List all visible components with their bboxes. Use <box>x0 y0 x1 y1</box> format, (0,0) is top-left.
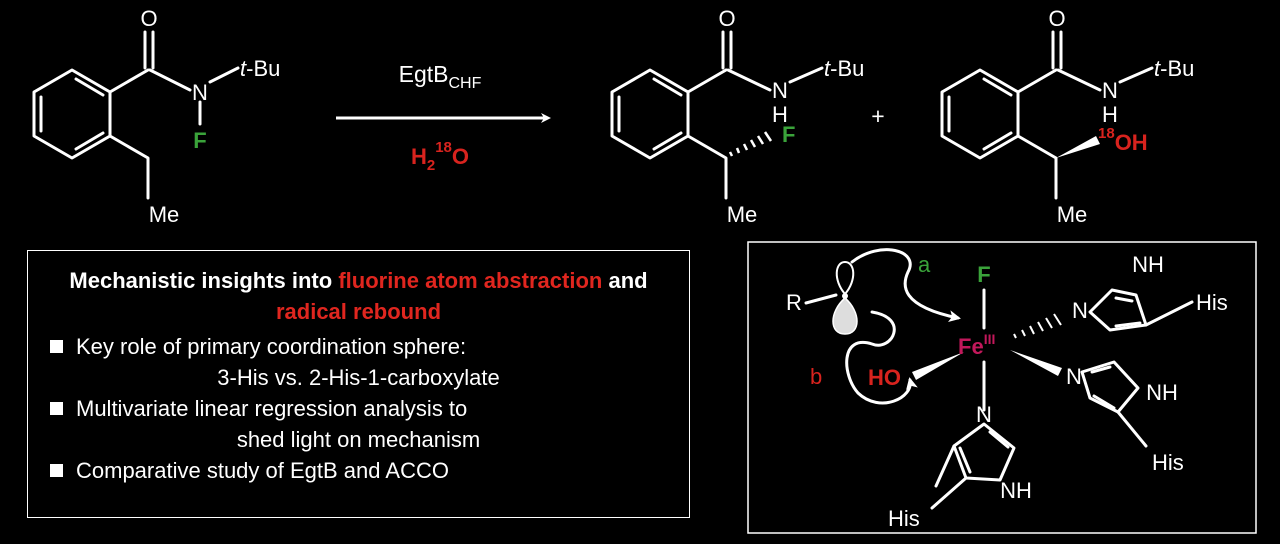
insight-item: Multivariate linear regression analysis … <box>46 393 671 455</box>
imidazole-upper-his: His <box>1196 290 1228 315</box>
hydroxo-ligand: HO <box>868 365 901 390</box>
imidazole-bottom-nh: NH <box>1000 478 1032 503</box>
insight-item: Key role of primary coordination sphere:… <box>46 331 671 393</box>
product-alcohol-molecule: O N H t-Bu 18OH Me <box>940 6 1194 227</box>
insight-line1: Comparative study of EgtB and ACCO <box>76 458 449 483</box>
bullet-square-icon <box>50 402 63 415</box>
insights-heading-part3: and <box>602 268 648 293</box>
imidazole-bottom-n: N <box>976 402 992 427</box>
mechanism-panel: R a b F FeIII HO N NH His <box>747 241 1257 534</box>
imidazole-upper-nh: NH <box>1132 252 1164 277</box>
insights-list: Key role of primary coordination sphere:… <box>46 331 671 486</box>
alcohol-h-atom: H <box>1102 102 1118 127</box>
path-a-label: a <box>918 252 931 277</box>
reactant-carbonyl-o: O <box>140 6 157 31</box>
iron-center: FeIII <box>958 331 995 359</box>
insight-line1: Key role of primary coordination sphere: <box>76 334 467 359</box>
fluoride-f-atom: F <box>782 122 795 147</box>
catalyst-label: EgtBCHF <box>399 61 482 92</box>
alcohol-carbonyl-o: O <box>1048 6 1065 31</box>
fluoride-me: Me <box>727 202 758 227</box>
product-fluoride-molecule: O N H t-Bu F Me <box>610 6 864 227</box>
imidazole-upper: N NH His <box>1072 252 1228 332</box>
reactant-me: Me <box>149 202 180 227</box>
insights-heading-highlight2: radical rebound <box>275 299 442 324</box>
fluoride-h-atom: H <box>772 102 788 127</box>
insight-line1: Multivariate linear regression analysis … <box>76 396 468 421</box>
imidazole-bottom: N NH His <box>888 402 1032 531</box>
path-b-arrow <box>845 310 918 405</box>
bullet-square-icon <box>50 464 63 477</box>
insight-line2: shed light on mechanism <box>236 427 481 452</box>
fluoride-carbonyl-o: O <box>718 6 735 31</box>
reactant-molecule: O N t-Bu F Me <box>32 6 280 227</box>
reagent-label: H218O <box>411 139 469 174</box>
fe-ligand-f: F <box>977 262 990 287</box>
bullet-square-icon <box>50 340 63 353</box>
insight-line2: 3-His vs. 2-His-1-carboxylate <box>217 365 500 390</box>
insights-box: Mechanistic insights into fluorine atom … <box>27 250 690 518</box>
radical-r-label: R <box>786 290 802 315</box>
imidazole-lower-right-nh: NH <box>1146 380 1178 405</box>
insight-item: Comparative study of EgtB and ACCO <box>46 455 671 486</box>
insights-heading-part1: Mechanistic insights into <box>69 268 339 293</box>
fluoride-tbu: t-Bu <box>824 56 864 81</box>
imidazole-lower-right: N NH His <box>1066 360 1184 475</box>
imidazole-bottom-his: His <box>888 506 920 531</box>
alcohol-tbu: t-Bu <box>1154 56 1194 81</box>
path-b-label: b <box>810 364 822 389</box>
insights-heading-highlight1: fluorine atom abstraction <box>338 268 603 293</box>
reactant-f-atom: F <box>193 128 206 153</box>
plus-sign: + <box>871 103 884 129</box>
insights-heading: Mechanistic insights into fluorine atom … <box>46 265 671 327</box>
p-orbital-top <box>835 260 855 296</box>
imidazole-lower-right-his: His <box>1152 450 1184 475</box>
reactant-n-atom: N <box>192 80 208 105</box>
alcohol-n-atom: N <box>1102 78 1118 103</box>
reaction-arrow: EgtBCHF H218O <box>336 61 551 174</box>
fluoride-n-atom: N <box>772 78 788 103</box>
imidazole-lower-right-n: N <box>1066 364 1082 389</box>
p-orbital-bottom <box>832 297 858 335</box>
alcohol-oh-group: 18OH <box>1098 125 1148 155</box>
alcohol-me: Me <box>1057 202 1088 227</box>
imidazole-upper-n: N <box>1072 298 1088 323</box>
path-a-arrow <box>850 248 961 323</box>
reactant-tbu: t-Bu <box>240 56 280 81</box>
